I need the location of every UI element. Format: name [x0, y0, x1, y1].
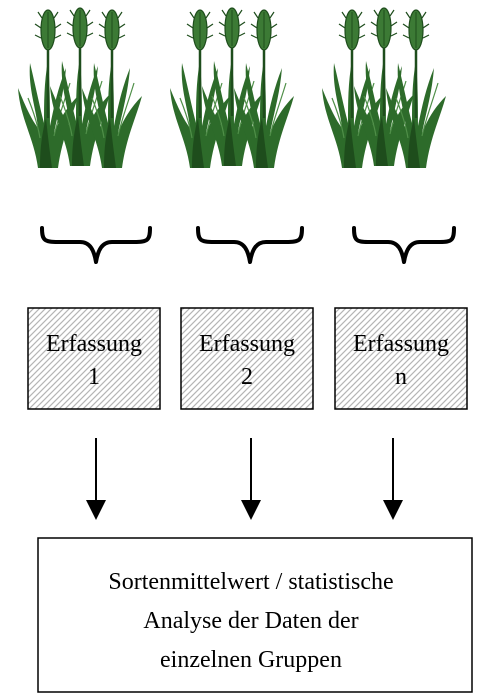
arrow-down-icon — [383, 438, 403, 520]
wheat-plant-icon — [170, 8, 294, 168]
group-box-n: Erfassung n — [334, 307, 468, 410]
result-line-3: einzelnen Gruppen — [160, 647, 342, 673]
group-box-label: Erfassung — [199, 331, 295, 357]
group-box-index: 2 — [241, 364, 253, 390]
group-box-label: Erfassung — [46, 331, 142, 357]
brace-icon — [352, 226, 456, 264]
group-box-index: n — [395, 364, 407, 390]
arrow-down-icon — [86, 438, 106, 520]
arrow-down-icon — [241, 438, 261, 520]
wheat-plant-icon — [18, 8, 142, 168]
group-box-label: Erfassung — [353, 331, 449, 357]
result-line-2: Analyse der Daten der — [143, 608, 358, 634]
result-line-1: Sortenmittelwert / statistische — [108, 569, 393, 595]
brace-icon — [40, 226, 152, 264]
wheat-plant-icon — [322, 8, 446, 168]
group-box-1: Erfassung 1 — [27, 307, 161, 410]
group-box-2: Erfassung 2 — [180, 307, 314, 410]
result-box: Sortenmittelwert / statistische Analyse … — [37, 537, 473, 693]
brace-icon — [196, 226, 304, 264]
group-box-index: 1 — [88, 364, 100, 390]
